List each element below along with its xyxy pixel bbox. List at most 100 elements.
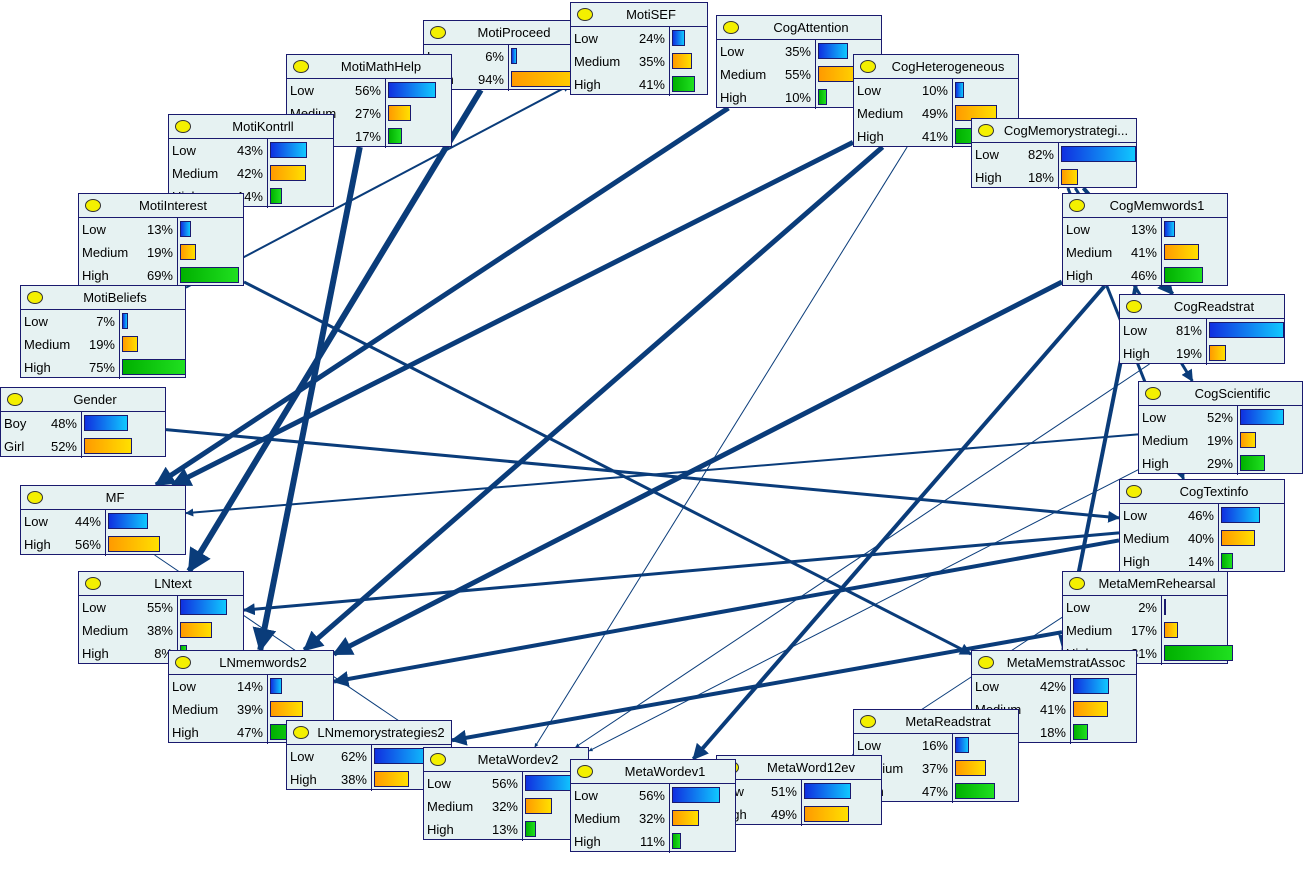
- state-label: Boy: [4, 416, 27, 431]
- state-probability-bar: [1221, 530, 1255, 546]
- state-percent: 17%: [354, 129, 381, 144]
- state-percent: 24%: [638, 31, 665, 46]
- state-percent: 32%: [491, 799, 518, 814]
- state-percent: 13%: [1130, 222, 1157, 237]
- node-title: MetaWordev1: [624, 764, 706, 779]
- node-header: CogAttention: [717, 16, 881, 40]
- state-divider: [1161, 218, 1162, 241]
- state-percent: 42%: [1039, 679, 1066, 694]
- state-divider: [508, 45, 509, 68]
- state-divider: [669, 784, 670, 807]
- state-divider: [385, 79, 386, 102]
- state-probability-bar: [1164, 622, 1178, 638]
- state-percent: 19%: [146, 245, 173, 260]
- state-probability-bar: [1061, 146, 1136, 162]
- node-status-dot-icon: [860, 60, 876, 73]
- state-divider: [81, 412, 82, 435]
- state-probability-bar: [955, 783, 995, 799]
- state-percent: 18%: [1039, 725, 1066, 740]
- state-divider: [119, 310, 120, 333]
- state-percent: 38%: [340, 772, 367, 787]
- state-divider: [522, 795, 523, 818]
- state-label: High: [82, 268, 109, 283]
- state-probability-bar: [1209, 322, 1284, 338]
- state-percent: 18%: [1027, 170, 1054, 185]
- state-label: Medium: [574, 54, 621, 69]
- state-probability-bar: [804, 806, 849, 822]
- node-status-dot-icon: [175, 656, 191, 669]
- state-divider: [815, 86, 816, 109]
- state-label: Medium: [1142, 433, 1189, 448]
- state-probability-bar: [180, 622, 212, 638]
- node-metaword12ev[interactable]: MetaWord12evLow51%High49%: [716, 755, 882, 826]
- edge-CogReadstrat-to-MetaWordev2: [575, 363, 1150, 748]
- node-title: MetaMemRehearsal: [1098, 576, 1216, 591]
- edge-CogScientific-to-MF: [185, 433, 1139, 517]
- state-divider: [1161, 264, 1162, 287]
- state-probability-bar: [270, 188, 282, 204]
- state-probability-bar: [1164, 244, 1199, 260]
- state-divider: [522, 772, 523, 795]
- state-label: Medium: [82, 623, 129, 638]
- edge-MotiBeliefs-to-MotiSEF: [185, 84, 571, 289]
- node-status-dot-icon: [85, 199, 101, 212]
- edge-CogHeterogeneous-to-MetaWordev2: [534, 146, 908, 748]
- state-probability-bar: [1221, 553, 1233, 569]
- node-status-dot-icon: [723, 21, 739, 34]
- state-probability-bar: [1073, 701, 1108, 717]
- state-percent: 56%: [638, 788, 665, 803]
- state-label: Low: [1123, 508, 1147, 523]
- state-percent: 51%: [770, 784, 797, 799]
- edge-CogTextinfo-to-LNtext: [242, 531, 1120, 616]
- state-label: Low: [1066, 600, 1090, 615]
- state-divider: [1218, 550, 1219, 573]
- state-percent: 75%: [88, 360, 115, 375]
- node-title: MetaWordev2: [477, 752, 559, 767]
- state-label: High: [574, 77, 601, 92]
- state-probability-bar: [84, 415, 128, 431]
- state-percent: 49%: [770, 807, 797, 822]
- state-percent: 46%: [1187, 508, 1214, 523]
- edge-CogMemwords1-to-MetaWordev1: [691, 284, 1107, 761]
- state-probability-bar: [122, 359, 186, 375]
- state-probability-bar: [1061, 169, 1078, 185]
- node-title: MotiInterest: [139, 198, 207, 213]
- state-percent: 56%: [491, 776, 518, 791]
- state-divider: [815, 63, 816, 86]
- state-percent: 37%: [921, 761, 948, 776]
- state-divider: [952, 734, 953, 757]
- state-divider: [952, 757, 953, 780]
- node-header: MetaReadstrat: [854, 710, 1018, 734]
- state-divider: [1070, 675, 1071, 698]
- edge-MotiMathHelp-to-LNmemwords2: [252, 146, 363, 653]
